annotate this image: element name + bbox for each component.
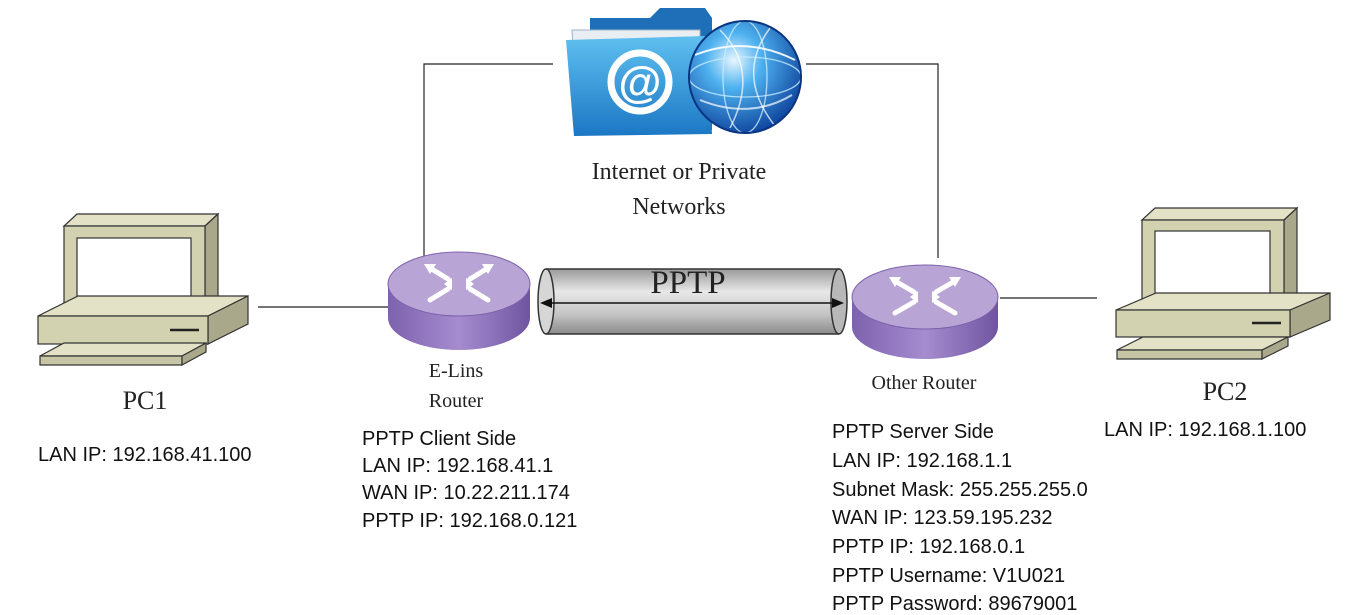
pptp-tunnel bbox=[537, 268, 848, 335]
elins-info-line: LAN IP: 192.168.41.1 bbox=[362, 455, 553, 477]
other-router-info-line: PPTP IP: 192.168.0.1 bbox=[832, 536, 1025, 558]
tunnel-label: PPTP bbox=[650, 265, 725, 301]
other-router-info-line: PPTP Server Side bbox=[832, 421, 994, 443]
elins-router-name-line2: Router bbox=[429, 390, 484, 412]
pc1-lan-ip: LAN IP: 192.168.41.100 bbox=[38, 444, 252, 466]
elins-info-line: WAN IP: 10.22.211.174 bbox=[362, 482, 570, 504]
other-router-icon bbox=[851, 264, 999, 359]
pc2-name: PC2 bbox=[1203, 377, 1248, 406]
internet-label-line2: Networks bbox=[632, 194, 725, 220]
link-internet-to-other-router bbox=[806, 63, 939, 258]
pc2-computer-icon bbox=[1115, 206, 1331, 360]
pc2-lan-ip: LAN IP: 192.168.1.100 bbox=[1104, 419, 1306, 441]
other-router-info-line: WAN IP: 123.59.195.232 bbox=[832, 507, 1053, 529]
other-router-info-line: PPTP Password: 89679001 bbox=[832, 593, 1077, 615]
elins-router-info: PPTP Client Side LAN IP: 192.168.41.1 WA… bbox=[362, 428, 577, 532]
other-router-info: PPTP Server Side LAN IP: 192.168.1.1 Sub… bbox=[832, 421, 1088, 615]
arrow-left-icon bbox=[540, 298, 552, 308]
link-elins-to-internet bbox=[423, 63, 553, 257]
connection-lines bbox=[258, 63, 1097, 308]
other-router-name: Other Router bbox=[872, 372, 977, 394]
internet-icon: @ bbox=[566, 8, 802, 136]
pc1-name: PC1 bbox=[123, 386, 168, 415]
internet-label-line1: Internet or Private bbox=[592, 159, 767, 185]
folder-icon: @ bbox=[566, 8, 712, 136]
elins-router-name-line1: E-Lins bbox=[429, 360, 484, 382]
other-router-info-line: LAN IP: 192.168.1.1 bbox=[832, 450, 1012, 472]
elins-info-line: PPTP Client Side bbox=[362, 428, 516, 450]
other-router-info-line: PPTP Username: V1U021 bbox=[832, 565, 1065, 587]
arrow-right-icon bbox=[832, 298, 844, 308]
other-router-info-line: Subnet Mask: 255.255.255.0 bbox=[832, 479, 1088, 501]
elins-info-line: PPTP IP: 192.168.0.121 bbox=[362, 510, 577, 532]
pc1-keyboard-icon bbox=[39, 342, 207, 357]
pc2-keyboard-icon bbox=[1116, 336, 1289, 351]
globe-icon bbox=[688, 20, 802, 134]
elins-router-icon bbox=[387, 251, 531, 350]
pc1-computer-icon bbox=[37, 212, 249, 367]
svg-text:@: @ bbox=[619, 58, 662, 107]
